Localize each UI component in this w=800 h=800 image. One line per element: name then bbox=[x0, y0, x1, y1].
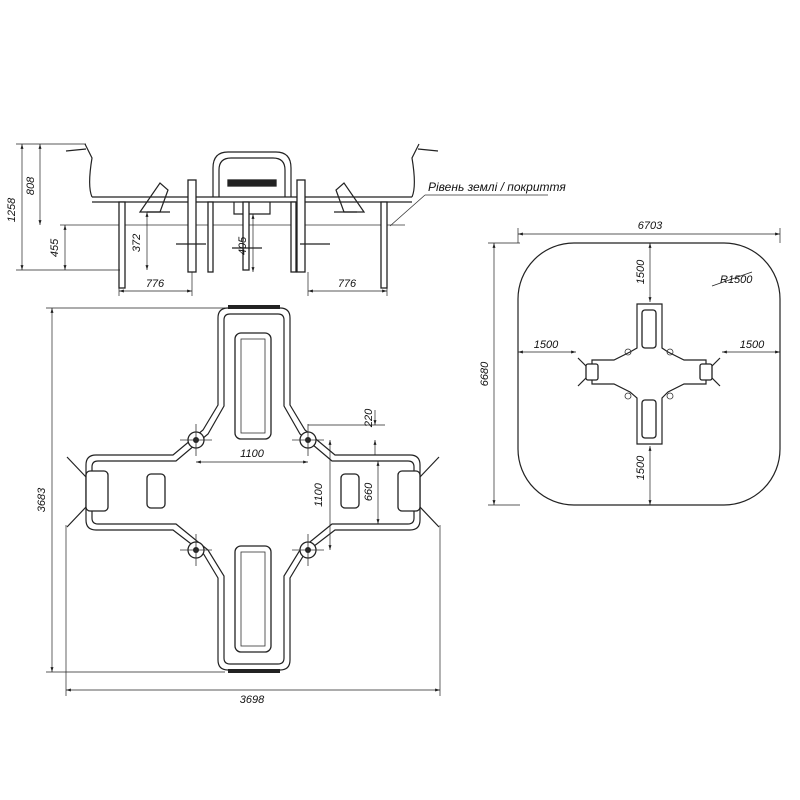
dim-offset-right: 776 bbox=[338, 278, 357, 290]
dim-offset-left: 776 bbox=[146, 278, 165, 290]
dim-inner-width: 1100 bbox=[240, 448, 265, 460]
corner-post-bl bbox=[180, 534, 212, 566]
elevation-view: Рівень землі / покриття 1258 808 455 372… bbox=[6, 143, 566, 296]
right-handle-top bbox=[419, 456, 440, 478]
right-handle-bottom bbox=[419, 506, 440, 528]
dim-plan-height: 3683 bbox=[36, 487, 48, 512]
plan-view: 1100 1100 220 660 3683 3698 bbox=[36, 305, 441, 706]
inner-right-post bbox=[296, 179, 306, 273]
dim-inner-height: 1100 bbox=[313, 482, 325, 507]
right-seat-plan bbox=[397, 470, 421, 512]
dim-foot-depth-left: 372 bbox=[131, 234, 143, 252]
center-seat bbox=[233, 202, 271, 215]
dim-handle-height: 808 bbox=[25, 176, 37, 195]
dim-foot-depth-center: 405 bbox=[237, 236, 249, 255]
plan-outer-frame bbox=[85, 307, 421, 671]
ground-level-label: Рівень землі / покриття bbox=[428, 180, 566, 194]
bottom-seat bbox=[234, 545, 272, 653]
top-end-cap bbox=[228, 305, 280, 309]
left-handle-bottom bbox=[66, 506, 87, 528]
dim-zone-bottom: 1500 bbox=[635, 455, 647, 480]
center-frame bbox=[212, 151, 292, 197]
left-seat-plan bbox=[85, 470, 109, 512]
dim-zone-left: 1500 bbox=[534, 339, 559, 351]
dim-ground-depth: 455 bbox=[49, 238, 61, 257]
left-outer-post bbox=[118, 201, 126, 289]
dim-zone-top: 1500 bbox=[635, 259, 647, 284]
corner-post-tl bbox=[180, 424, 212, 456]
zone-radius: R1500 bbox=[720, 274, 753, 286]
dim-plan-width: 3698 bbox=[240, 694, 265, 706]
left-handle-top bbox=[66, 456, 87, 478]
dim-zone-right: 1500 bbox=[740, 339, 765, 351]
safety-zone-view: 6703 6680 R1500 1500 1500 1500 1500 bbox=[479, 220, 781, 506]
dim-arm-offset: 220 bbox=[363, 408, 375, 428]
right-outer-post bbox=[380, 201, 388, 289]
dim-overall-height: 1258 bbox=[6, 197, 18, 222]
left-handle bbox=[84, 143, 93, 198]
inner-left-post bbox=[187, 179, 197, 273]
center-post bbox=[242, 201, 250, 271]
dim-seat-height: 660 bbox=[363, 482, 375, 501]
bottom-end-cap bbox=[228, 669, 280, 673]
center-seat-top bbox=[227, 179, 277, 187]
zone-equipment bbox=[577, 303, 721, 445]
corner-post-tr bbox=[292, 424, 324, 456]
dim-zone-width: 6703 bbox=[638, 220, 663, 232]
right-handle bbox=[411, 143, 420, 198]
corner-post-br bbox=[292, 534, 324, 566]
dim-zone-height: 6680 bbox=[479, 361, 491, 386]
top-seat bbox=[234, 332, 272, 440]
